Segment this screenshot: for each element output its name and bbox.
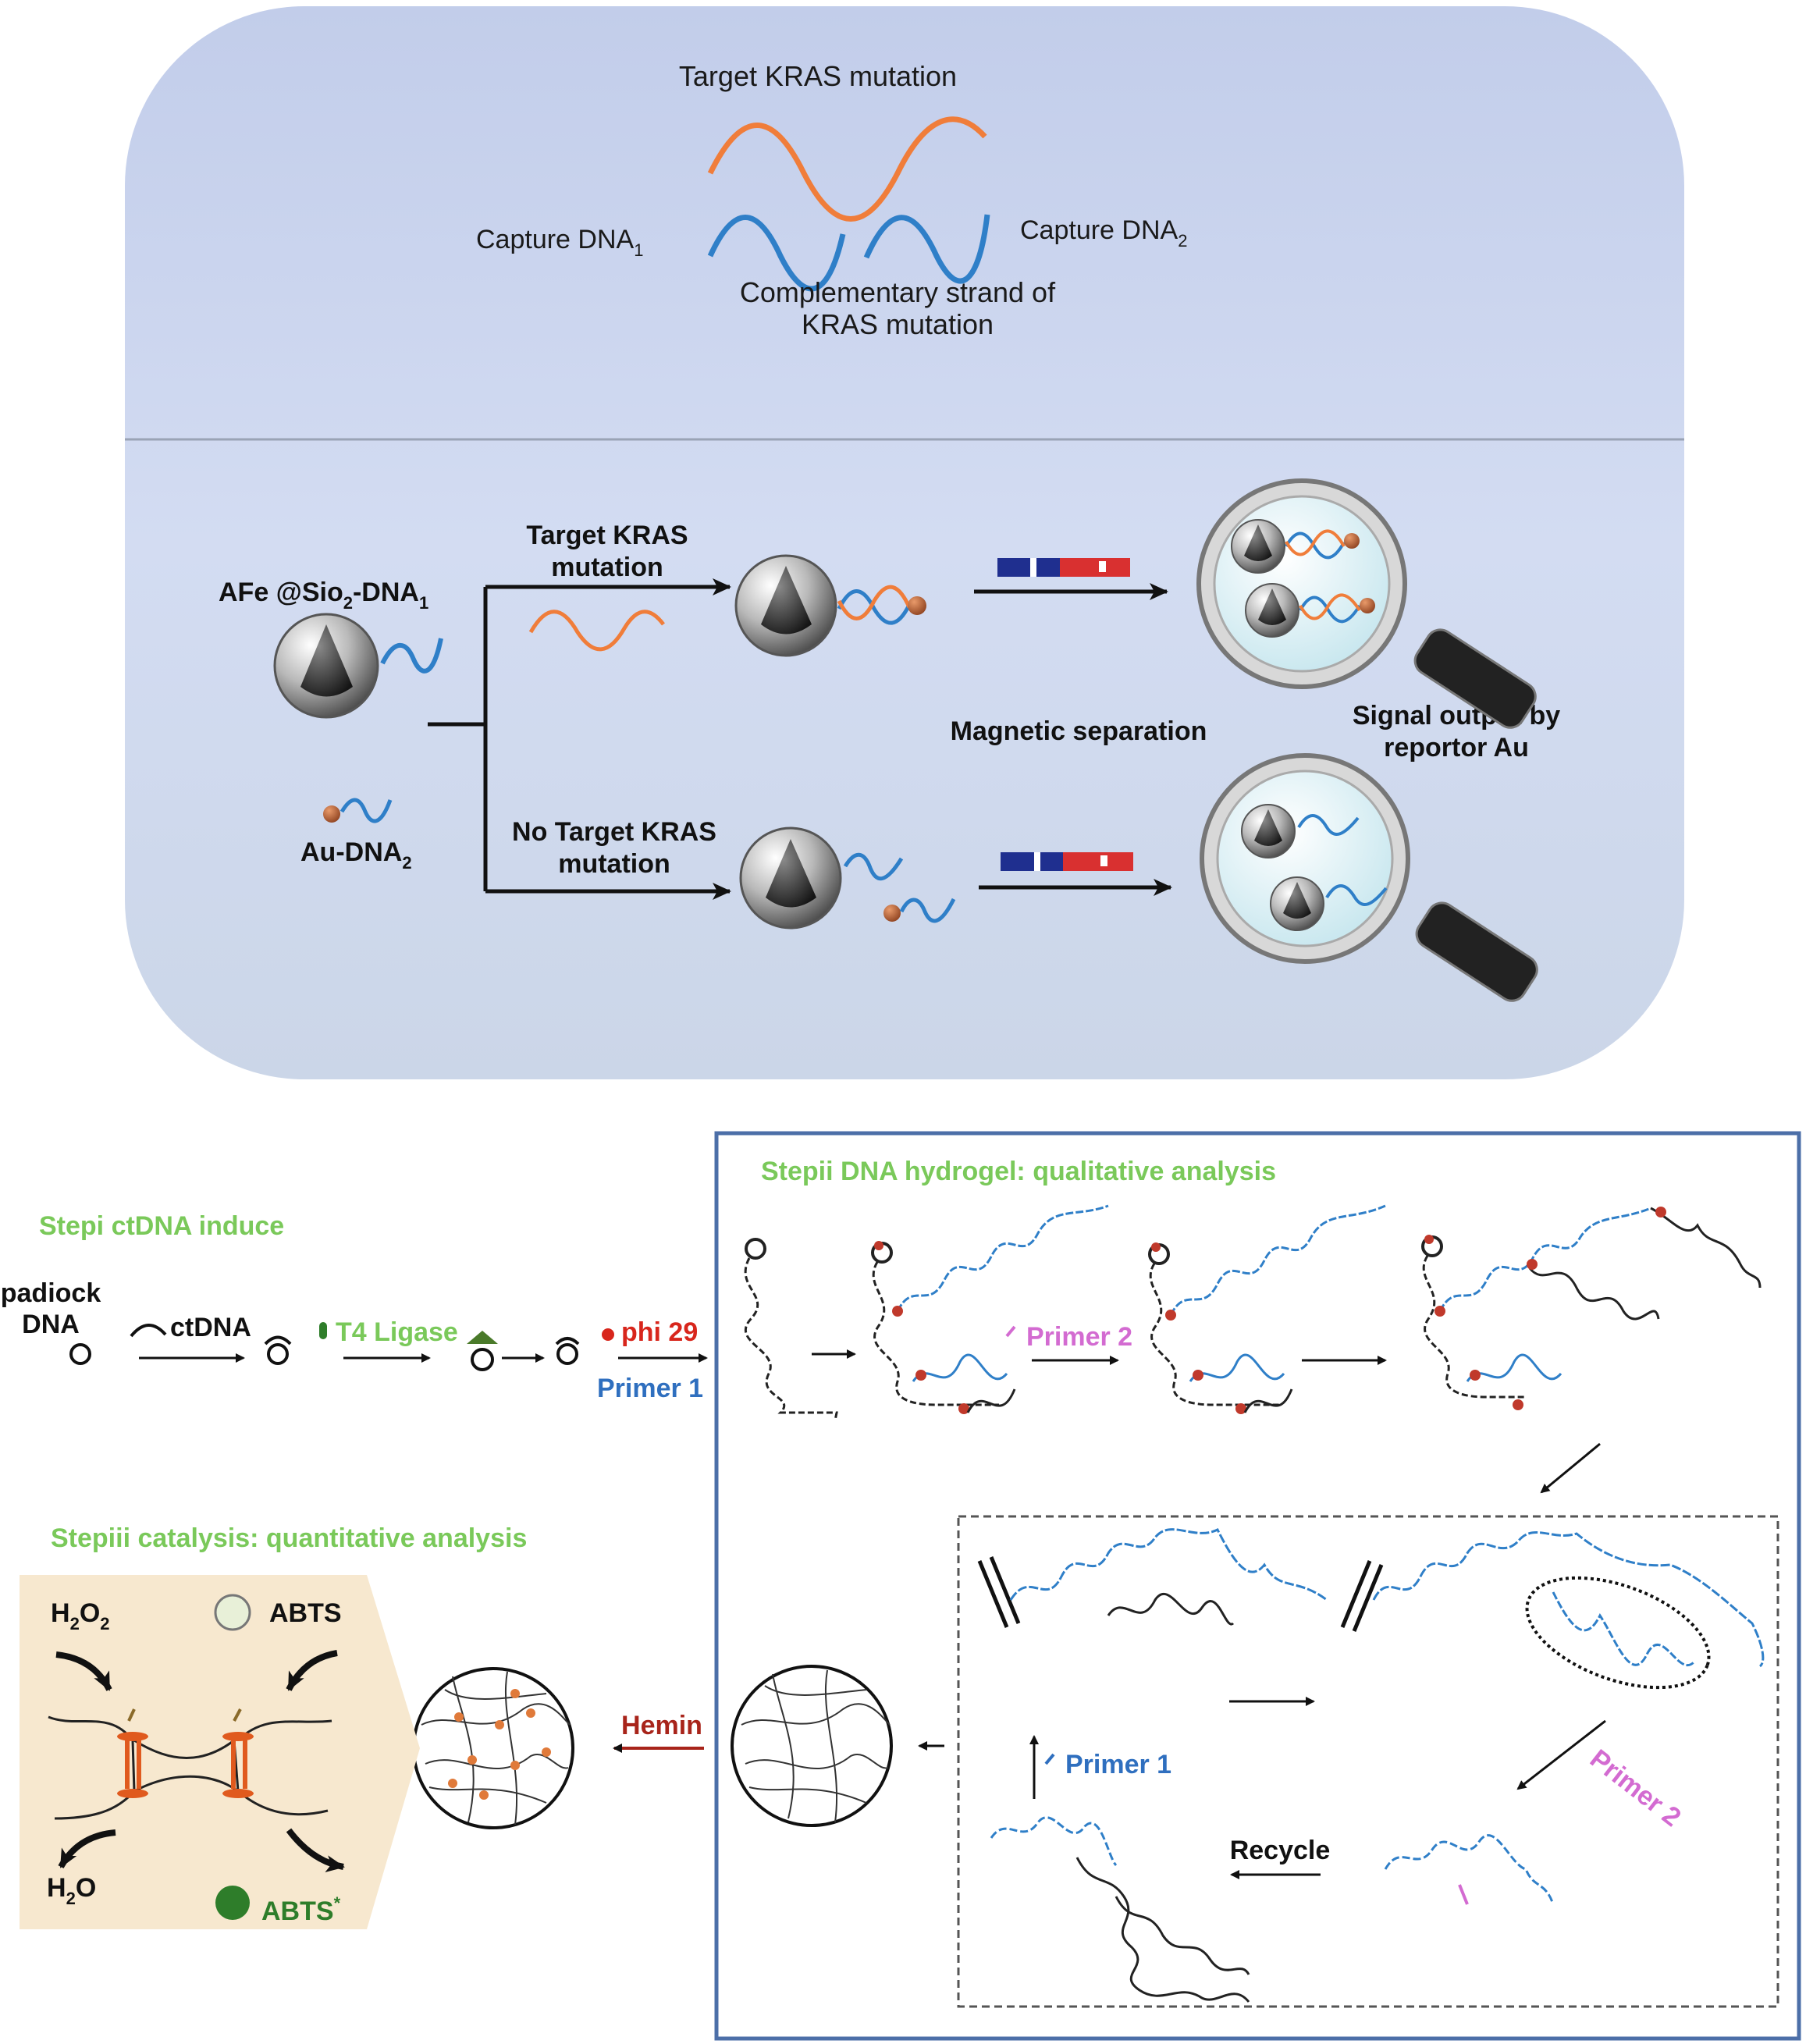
capture-dna2-strand [863,214,990,284]
rca-product-1 [744,1238,838,1421]
abts-label: ABTS [269,1598,342,1628]
padlock-dna-icon [69,1343,91,1365]
au-nanoparticle-icon [323,805,340,823]
rca-product-3 [1148,1204,1386,1414]
target-kras-label: Target KRAS mutation [679,60,957,92]
step1-title: Stepi ctDNA induce [39,1211,284,1241]
h2o2-label: H2O2 [51,1598,110,1633]
no-target-label-line1: No Target KRAS [512,817,716,847]
afe-bead [273,613,379,719]
abts-out-arrow [286,1828,345,1873]
magnifier-icon-bottom [1200,753,1538,1002]
afe-sio2-dna1-label: AFe @Sio2-DNA1 [219,578,428,613]
hemin-hydrogel-network-icon [412,1667,574,1829]
h2o2-in-arrow [55,1651,112,1691]
primer2-label-step2: Primer 2 [1026,1322,1132,1352]
recycle-label: Recycle [1230,1836,1331,1865]
abts-oxidized-icon [215,1886,250,1920]
phi29-polymerase-icon [602,1328,614,1341]
primer1-fragment-icon [1044,1753,1055,1765]
circular-dna-icon [555,1337,580,1365]
primer2-binding-ellipse [1525,1576,1711,1690]
branch-lines [428,587,488,891]
target-branch-label-line2: mutation [551,553,663,582]
h2o-out-arrow [58,1829,116,1869]
primer-strand-product [1384,1834,1555,1905]
magnet-icon-bottom [1001,852,1133,871]
top-panel: Target KRAS mutation Capture DNA1 Captur… [125,6,1684,1079]
abts-in-arrow [286,1650,338,1691]
rca-product-4 [1421,1207,1762,1410]
ctdna-icon [130,1324,167,1338]
t4-ligase-icon [319,1322,327,1339]
primer2-label-rotated: Primer 2 [1584,1744,1687,1832]
g-quadruplex-catalyst-icon [48,1708,332,1820]
captured-complex-target [734,554,926,657]
step2-arrow-down [1540,1442,1601,1494]
padlock-label-line2: DNA [22,1310,80,1339]
step3-title: Stepiii catalysis: quantitative analysis [51,1523,527,1553]
step2-frame [714,1131,1801,2041]
t4-ligase-label: T4 Ligase [336,1317,458,1347]
uncaptured-complex [739,826,956,930]
target-branch-label-line1: Target KRAS [526,521,688,550]
primer1-label-step1: Primer 1 [597,1374,703,1403]
h2o-label: H2O [47,1873,96,1908]
abts-molecule-icon [214,1594,251,1631]
magnetic-separation-label: Magnetic separation [951,716,1207,746]
signal-output-label-line2: reportor Au [1384,733,1529,763]
rca-product-2 [871,1204,1109,1414]
hemin-label: Hemin [621,1711,702,1740]
magnet-icon-top [997,558,1130,577]
recycle-arrow-down [1516,1719,1606,1790]
padlock-label-line1: padiock [1,1278,101,1308]
hydrogel-network-icon [731,1665,893,1827]
catalysis-panel [20,1575,420,1929]
au-dna2-label: Au-DNA2 [300,837,412,873]
padlock-ctdna-complex-icon [264,1335,292,1365]
bottom-panel: Stepi ctDNA induce padiock DNA ctDNA T4 … [1,1131,1801,2041]
capture-dna2-label: Capture DNA2 [1020,215,1187,251]
dna1-strand-icon [380,638,443,674]
target-strand-orange [707,116,987,222]
hydrogel-strand-1 [977,1527,1328,1628]
ligation-complex-icon [467,1331,498,1371]
complementary-label-line1: Complementary strand of [740,276,1056,308]
capture-dna1-label: Capture DNA1 [476,225,643,260]
magnifier-icon-top [1196,478,1537,729]
target-strand-small [528,610,665,652]
recycle-box [957,1515,1779,2008]
cross-linked-strand [990,1816,1250,2003]
no-target-label-line2: mutation [558,849,670,879]
dna2-strand-icon [340,798,393,823]
hydrogel-strand-2 [1340,1531,1765,1668]
ctdna-label: ctDNA [170,1313,251,1342]
complementary-label-line2: KRAS mutation [802,308,994,340]
step2-title: Stepii DNA hydrogel: qualitative analysi… [761,1157,1276,1186]
primer2-fragment-icon [1005,1325,1016,1338]
capture-dna1-strand [707,215,846,292]
primer1-label-step2: Primer 1 [1065,1750,1171,1779]
phi29-label: phi 29 [621,1317,698,1347]
abts-star-label: ABTS* [261,1893,341,1926]
